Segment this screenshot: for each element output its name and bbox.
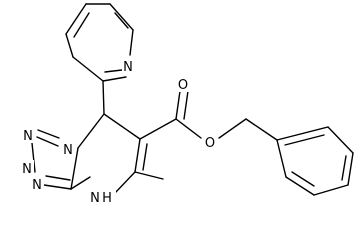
bond — [129, 29, 134, 56]
bond — [134, 171, 164, 180]
atom-tetrazole-n4: N — [31, 176, 44, 193]
atom-label: N — [63, 143, 73, 158]
molecule-structure: N N N N N N H O O — [21, 3, 354, 206]
bond — [183, 90, 189, 120]
atom-label: O — [205, 136, 215, 151]
bond — [72, 56, 104, 82]
bond — [104, 69, 123, 73]
atom-nh: N H — [88, 189, 116, 206]
bond — [65, 3, 87, 35]
bonds — [31, 3, 354, 196]
bond — [276, 139, 287, 178]
bond — [70, 176, 91, 190]
bond — [114, 12, 129, 29]
atom-label: N — [22, 162, 32, 177]
bond — [139, 118, 177, 140]
bond — [285, 176, 315, 196]
atom-label-n: N — [90, 191, 100, 206]
bond — [291, 171, 315, 187]
bond — [109, 3, 134, 31]
bond — [313, 184, 349, 196]
bond — [45, 175, 71, 181]
atom-labels: N N N N N N H O O — [21, 58, 217, 206]
atom-tetrazole-n2: N — [22, 127, 35, 144]
atom-tetrazole-n3: N — [21, 160, 34, 177]
bond — [175, 118, 202, 139]
bond — [327, 126, 354, 154]
bond — [37, 129, 60, 139]
atom-label-h: H — [102, 191, 112, 206]
bond — [142, 143, 148, 171]
atom-ester-o: O — [203, 134, 217, 151]
bond — [65, 33, 74, 58]
atom-label: N — [123, 60, 133, 75]
bond — [43, 184, 72, 190]
bond — [103, 113, 141, 140]
atom-tetrazole-n1: N — [62, 141, 75, 158]
atom-carbonyl-o: O — [177, 76, 190, 93]
bond — [175, 90, 181, 120]
bond — [114, 171, 136, 194]
bond — [77, 113, 105, 149]
atom-pyridine-n: N — [122, 58, 135, 75]
bond — [276, 126, 329, 141]
atom-label: N — [32, 178, 42, 193]
bond — [31, 142, 36, 173]
bond — [347, 152, 354, 186]
atom-label: O — [178, 78, 188, 93]
bond — [245, 118, 278, 141]
bond — [36, 136, 59, 147]
bond — [341, 155, 347, 181]
bond — [218, 118, 247, 139]
bond — [102, 76, 127, 82]
bond — [70, 147, 79, 190]
bond — [134, 138, 141, 173]
bond — [284, 134, 325, 146]
bond — [102, 80, 105, 115]
bond — [73, 12, 90, 38]
atom-label: N — [23, 129, 33, 144]
